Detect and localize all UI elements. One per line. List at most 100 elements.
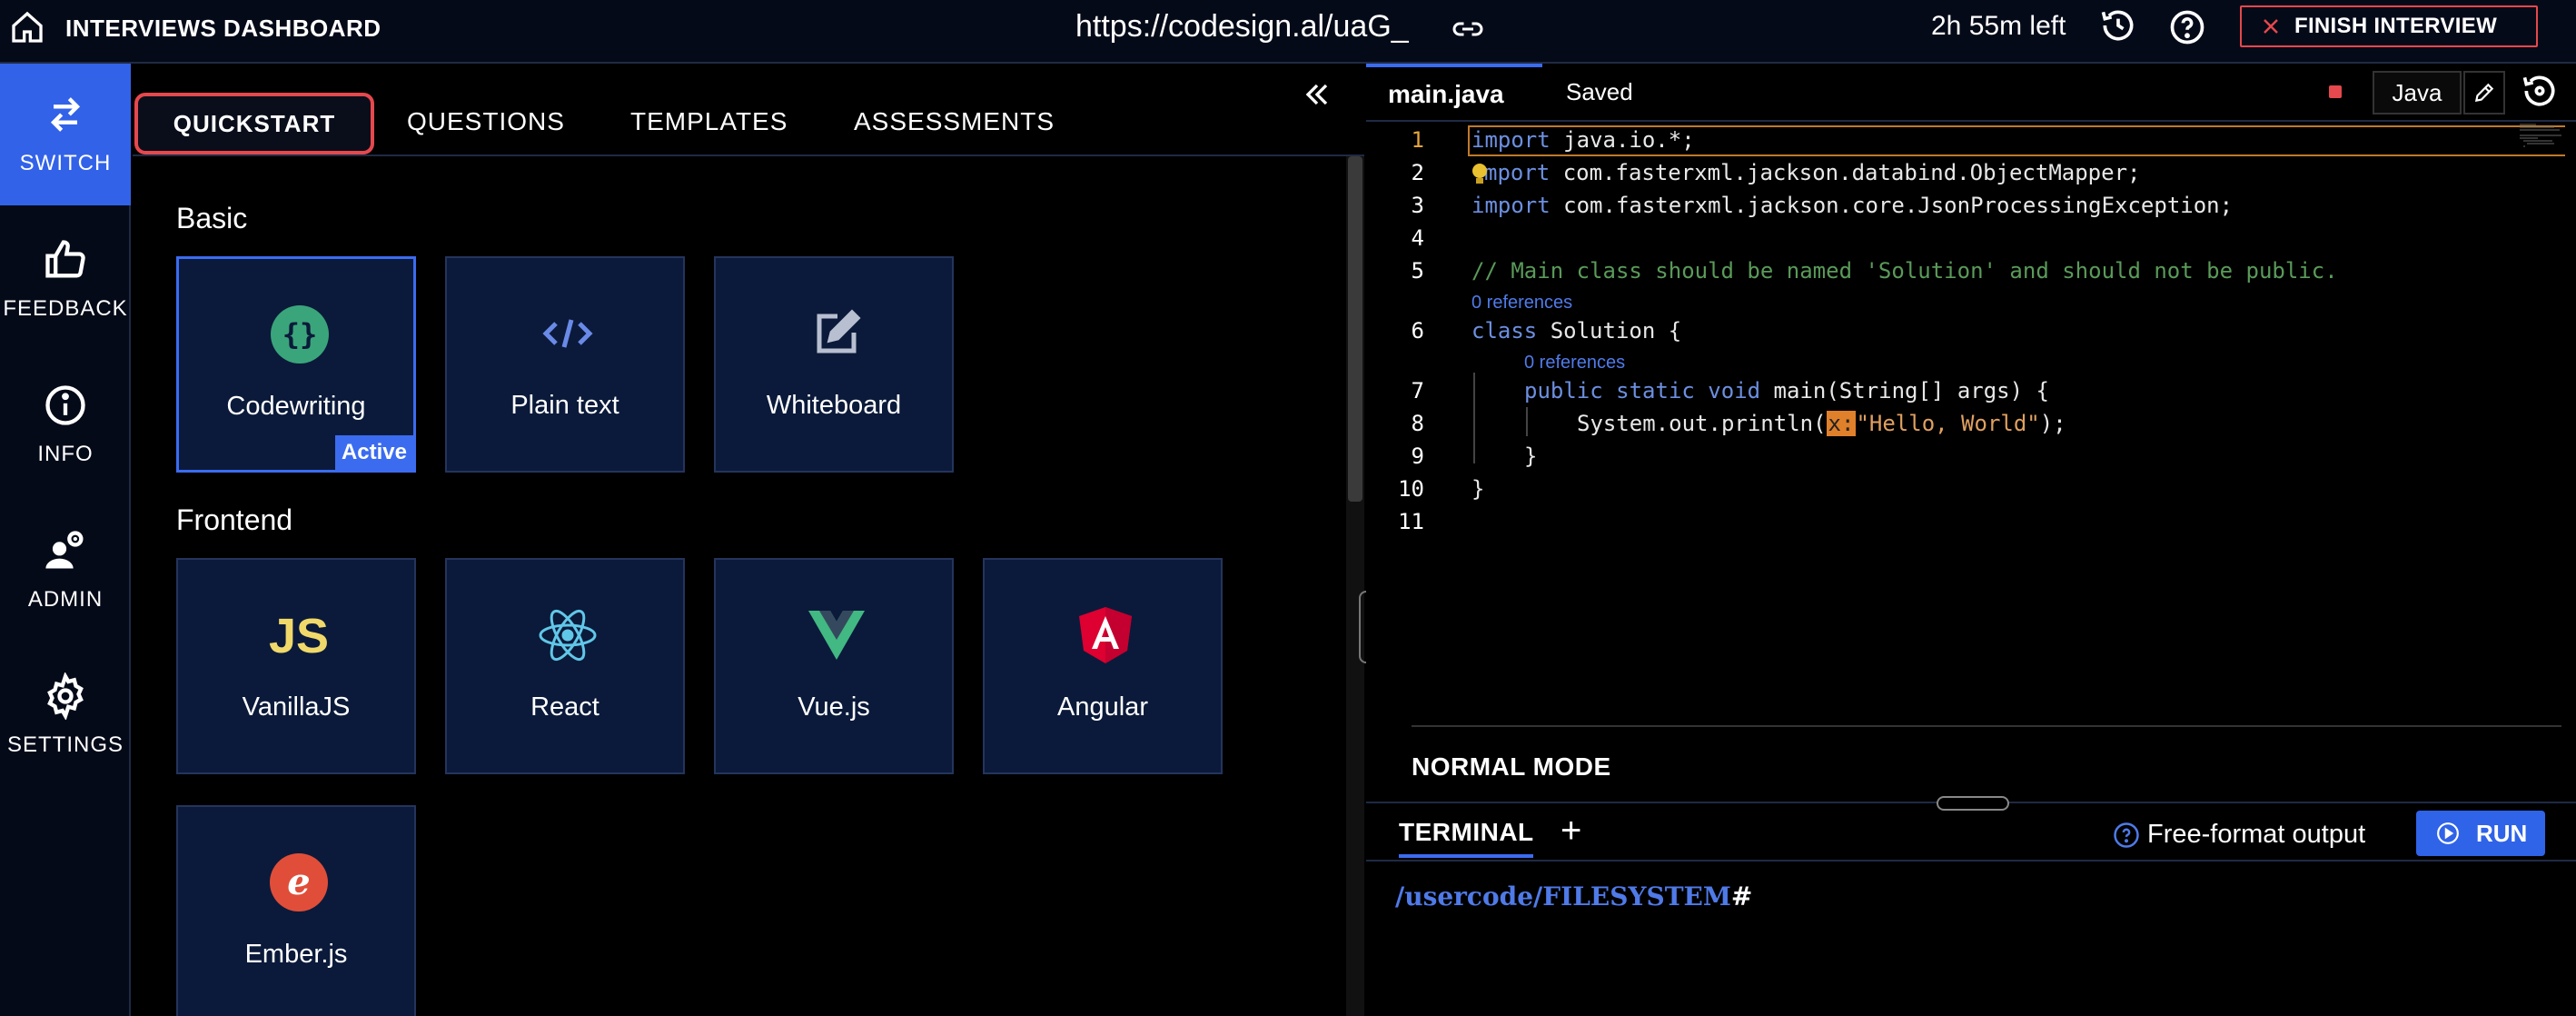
- help-icon[interactable]: [2113, 822, 2140, 849]
- finish-interview-label: FINISH INTERVIEW: [2294, 14, 2498, 38]
- sidebar-item-info[interactable]: INFO: [0, 354, 131, 496]
- code-token: Solution {: [1537, 318, 1682, 344]
- add-terminal-button[interactable]: +: [1560, 811, 1582, 851]
- vim-mode-indicator: NORMAL MODE: [1412, 752, 1611, 781]
- codelens-references[interactable]: 0 references: [1471, 293, 1573, 313]
- editor-settings-icon[interactable]: [2520, 71, 2560, 111]
- code-token: );: [2039, 411, 2066, 436]
- inlay-hint: x:: [1826, 411, 1857, 436]
- section-title-basic: Basic: [176, 202, 248, 234]
- sidebar-item-label: ADMIN: [27, 587, 104, 612]
- svg-text:JS: JS: [269, 609, 329, 663]
- code-editor: main.java Saved Java 1 import java.io.*;…: [1366, 64, 2576, 802]
- quickstart-panel: QUICKSTART QUESTIONS TEMPLATES ASSESSMEN…: [133, 64, 1364, 1016]
- lightbulb-icon[interactable]: [1470, 162, 1490, 187]
- tab-questions[interactable]: QUESTIONS: [407, 107, 565, 135]
- sidebar-item-label: SWITCH: [19, 151, 112, 175]
- card-label: Vue.js: [798, 692, 870, 722]
- scrollbar-thumb[interactable]: [1348, 156, 1362, 502]
- code-string: "Hello, World": [1856, 411, 2040, 436]
- edit-button[interactable]: [2463, 71, 2505, 115]
- prompt-path: /usercode/FILESYSTEM: [1395, 882, 1731, 911]
- line-number: 6: [1411, 318, 1424, 344]
- code-line: 5 // Main class should be named 'Solutio…: [1366, 258, 2576, 291]
- code-comment: // Main class should be named 'Solution'…: [1471, 258, 2338, 284]
- sidebar-item-feedback[interactable]: FEEDBACK: [0, 209, 131, 351]
- tab-assessments[interactable]: ASSESSMENTS: [854, 107, 1055, 135]
- line-number: 1: [1411, 127, 1424, 153]
- sidebar-item-label: SETTINGS: [6, 732, 124, 757]
- card-angular[interactable]: Angular: [983, 558, 1223, 774]
- switch-arrows-icon: [50, 97, 81, 132]
- code-token: }: [1471, 476, 1485, 502]
- active-tab-indicator: [1399, 854, 1533, 858]
- time-left: 2h 55m left: [1931, 11, 2066, 41]
- card-label: React: [530, 692, 599, 722]
- sidebar-item-settings[interactable]: SETTINGS: [0, 645, 131, 787]
- code-token: public static void: [1524, 378, 1761, 403]
- card-vuejs[interactable]: Vue.js: [714, 558, 954, 774]
- close-icon: [2264, 19, 2278, 34]
- card-label: Whiteboard: [766, 391, 902, 420]
- sidebar-item-label: FEEDBACK: [3, 296, 128, 321]
- finish-interview-button[interactable]: FINISH INTERVIEW: [2240, 5, 2538, 47]
- divider: [1412, 725, 2561, 727]
- history-icon[interactable]: [2098, 5, 2138, 45]
- svg-text:e: e: [287, 861, 310, 903]
- code-line: 11: [1366, 509, 2576, 542]
- sidebar-item-switch[interactable]: SWITCH: [0, 64, 131, 205]
- react-icon: [539, 609, 597, 662]
- play-circle-icon: [2437, 822, 2459, 844]
- file-tab-main-java[interactable]: main.java: [1366, 64, 1542, 122]
- code-line: 6 class Solution {: [1366, 318, 2576, 351]
- line-number: 10: [1398, 476, 1424, 502]
- language-select[interactable]: Java: [2373, 71, 2462, 115]
- section-title-frontend: Frontend: [176, 503, 293, 536]
- tab-quickstart[interactable]: QUICKSTART: [134, 93, 374, 154]
- tab-terminal[interactable]: TERMINAL: [1399, 818, 1534, 846]
- sidebar: SWITCH FEEDBACK INFO ADMIN SETTINGS: [0, 64, 131, 1016]
- braces-icon: {}: [271, 305, 329, 364]
- minimap[interactable]: [2518, 122, 2563, 158]
- card-plain-text[interactable]: Plain text: [445, 256, 685, 473]
- info-icon: [45, 385, 85, 425]
- output-format-label[interactable]: Free-format output: [2147, 820, 2366, 849]
- code-token: System.out.println(: [1577, 411, 1827, 436]
- terminal-resize-handle[interactable]: [1937, 796, 2009, 811]
- card-vanillajs[interactable]: JS VanillaJS: [176, 558, 416, 774]
- active-badge: Active: [335, 435, 413, 470]
- home-icon[interactable]: [9, 9, 45, 45]
- js-icon: JS: [269, 609, 329, 663]
- sidebar-item-admin[interactable]: ADMIN: [0, 500, 131, 642]
- code-token: com.fasterxml.jackson.core.JsonProcessin…: [1550, 193, 2234, 218]
- divider: [1366, 860, 2576, 862]
- copy-link-icon[interactable]: [1451, 13, 1484, 45]
- svg-text:{}: {}: [282, 317, 318, 352]
- card-codewriting[interactable]: {} Codewriting Active: [176, 256, 416, 473]
- run-label: RUN: [2476, 819, 2528, 847]
- pencil-icon: [2474, 83, 2494, 103]
- terminal-prompt[interactable]: /usercode/FILESYSTEM#: [1395, 882, 1752, 911]
- indent-guide: [1473, 373, 1475, 463]
- card-react[interactable]: React: [445, 558, 685, 774]
- card-emberjs[interactable]: e Ember.js: [176, 805, 416, 1016]
- card-label: VanillaJS: [242, 692, 351, 722]
- prompt-symbol: #: [1730, 882, 1753, 911]
- code-line: 9 }: [1366, 443, 2576, 476]
- recording-indicator: [2329, 85, 2342, 98]
- run-button[interactable]: RUN: [2416, 811, 2545, 856]
- code-line: 4: [1366, 225, 2576, 258]
- app-title[interactable]: INTERVIEWS DASHBOARD: [65, 15, 381, 42]
- code-tag-icon: [542, 319, 593, 348]
- editor-tabs: main.java Saved Java: [1366, 64, 2576, 122]
- codelens-references[interactable]: 0 references: [1524, 353, 1626, 373]
- sidebar-item-label: INFO: [37, 442, 94, 466]
- collapse-panel-icon[interactable]: [1299, 76, 1335, 113]
- card-label: Ember.js: [244, 940, 348, 969]
- tab-templates[interactable]: TEMPLATES: [630, 107, 788, 135]
- line-number: 7: [1411, 378, 1424, 403]
- indent-guide: [1526, 407, 1528, 436]
- help-icon[interactable]: [2167, 7, 2207, 47]
- code-token: mport: [1484, 160, 1551, 185]
- card-whiteboard[interactable]: Whiteboard: [714, 256, 954, 473]
